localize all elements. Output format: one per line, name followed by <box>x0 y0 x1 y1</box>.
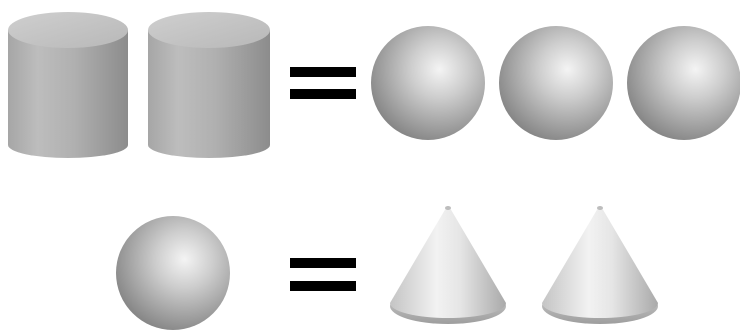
row-1 <box>8 12 740 158</box>
equals-sign <box>290 67 356 99</box>
sphere-icon <box>116 216 230 330</box>
cone-icon <box>542 206 658 324</box>
cylinder-icon <box>148 12 270 158</box>
equals-sign <box>290 258 356 291</box>
cone-icon <box>390 206 506 324</box>
sphere-icon <box>499 26 613 140</box>
sphere-icon <box>371 26 485 140</box>
row-2 <box>116 206 658 330</box>
sphere-icon <box>627 26 740 140</box>
cylinder-icon <box>8 12 128 158</box>
